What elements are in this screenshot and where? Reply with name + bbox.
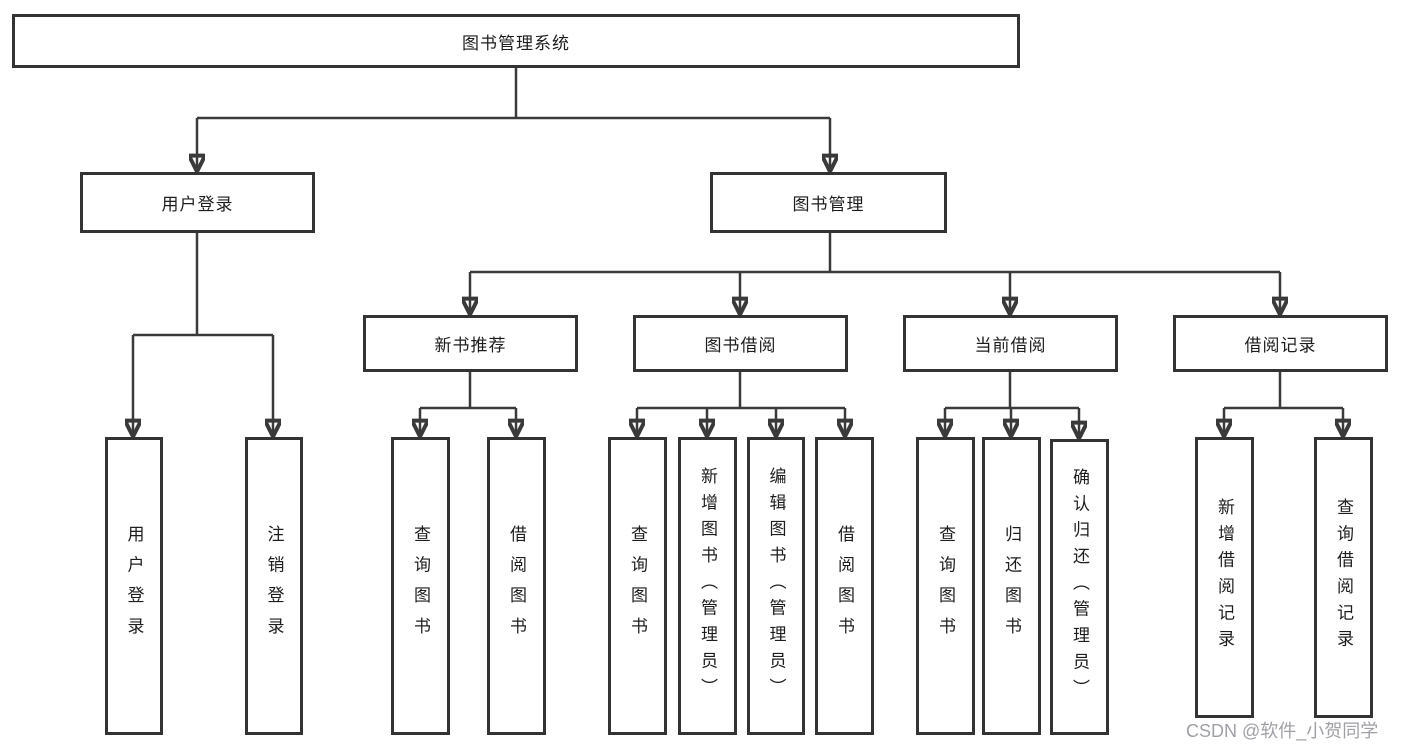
leaf-query-book-a: 查询图书 (391, 437, 450, 735)
node-book-mgmt: 图书管理 (710, 172, 947, 233)
node-borrow-records: 借阅记录 (1173, 315, 1388, 372)
leaf-user-login: 用户登录 (105, 437, 163, 735)
leaf-query-book-c: 查询图书 (916, 437, 975, 735)
edge-root-to-level2 (197, 68, 830, 170)
node-root: 图书管理系统 (12, 14, 1020, 68)
node-book-borrow: 图书借阅 (633, 315, 848, 372)
leaf-logout: 注销登录 (245, 437, 303, 735)
edge-book-mgmt-to-level3 (470, 233, 1280, 313)
edge-new-book-rec-to-leaves (420, 372, 516, 435)
leaf-confirm-return: 确认归还（管理员） (1050, 439, 1109, 735)
leaf-query-book-b: 查询图书 (608, 437, 667, 735)
leaf-add-borrow-record: 新增借阅记录 (1195, 437, 1254, 718)
node-current-borrow: 当前借阅 (903, 315, 1118, 372)
node-new-book-rec: 新书推荐 (363, 315, 578, 372)
leaf-edit-book: 编辑图书（管理员） (747, 437, 805, 735)
edge-current-borrow-to-leaves (945, 372, 1079, 437)
csdn-watermark: CSDN @软件_小贺同学 (1186, 721, 1379, 741)
leaf-add-book: 新增图书（管理员） (678, 437, 737, 735)
leaf-query-borrow-record: 查询借阅记录 (1314, 437, 1373, 718)
leaf-return-book: 归还图书 (982, 437, 1041, 735)
edge-borrow-records-to-leaves (1224, 372, 1343, 435)
leaf-borrow-book-b: 借阅图书 (815, 437, 874, 735)
edge-book-borrow-to-leaves (637, 372, 845, 435)
edge-user-login-to-leaves (133, 233, 273, 435)
node-user-login: 用户登录 (80, 172, 315, 233)
leaf-borrow-book-a: 借阅图书 (487, 437, 546, 735)
